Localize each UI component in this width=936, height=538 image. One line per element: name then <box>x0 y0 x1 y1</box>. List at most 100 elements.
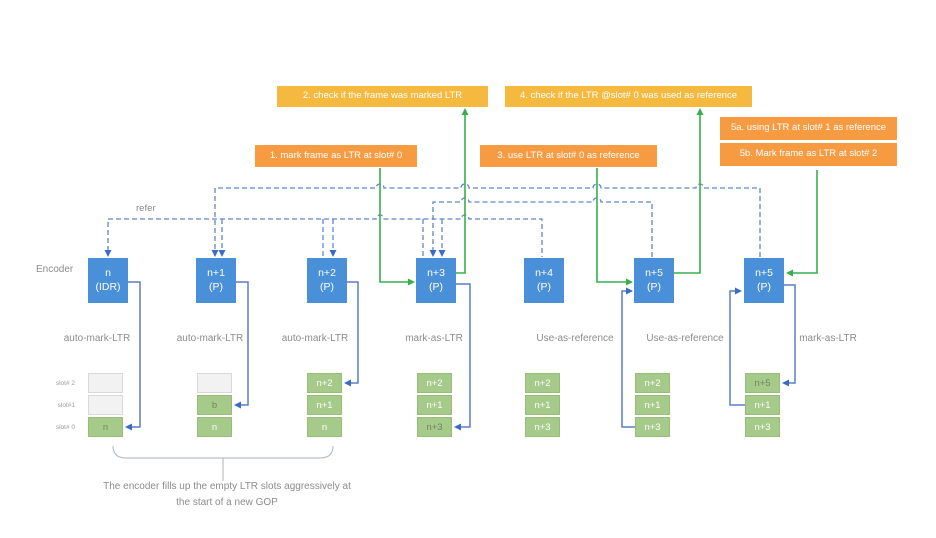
slot-cell <box>88 395 123 415</box>
frame-n1-type: (P) <box>209 280 223 293</box>
ltr-slots-n1: b n <box>197 373 232 439</box>
ltr-slots-n4: n+2 n+1 n+3 <box>525 373 560 439</box>
frame-n3: n+3 (P) <box>416 258 456 303</box>
arrow-slot1-t2 <box>234 401 241 409</box>
caption-frame-n4: Use-as-reference <box>536 333 614 344</box>
frame-n5-title: n+5 <box>645 267 663 280</box>
frame-n2-type: (P) <box>320 280 334 293</box>
frame-n1-title: n+1 <box>207 267 225 280</box>
slot-cell: n+2 <box>635 373 670 393</box>
slot-cell: n+1 <box>417 395 452 415</box>
footnote: The encoder fills up the empty LTR slots… <box>77 479 377 510</box>
group-brace <box>112 445 334 481</box>
frame-n: n (IDR) <box>88 258 128 303</box>
caption-frame-n3: mark-as-LTR <box>405 333 463 344</box>
arrow-into-n5 <box>626 287 633 295</box>
arrow-slot0-t4 <box>454 423 461 431</box>
frame-n1: n+1 (P) <box>196 258 236 303</box>
slot-cell: n+3 <box>525 417 560 437</box>
footnote-line2: the start of a new GOP <box>176 496 278 508</box>
green-arrow-step2 <box>461 108 469 115</box>
step5b-label: 5b. Mark frame as LTR at slot# 2 <box>720 143 897 166</box>
wire-slot0-to-n5 <box>621 290 635 428</box>
refer-n5b-to-n1 <box>214 183 761 257</box>
slot-cell: n <box>307 417 342 437</box>
step4-label: 4. check if the LTR @slot# 0 was used as… <box>505 86 752 107</box>
slot-cell: n+1 <box>525 395 560 415</box>
green-n3-to-step2 <box>456 113 466 274</box>
arrowhead-into-n3-b <box>438 250 446 257</box>
green-step5-to-n5b <box>792 170 818 274</box>
refer-label: refer <box>136 203 156 214</box>
caption-frame-n1: auto-mark-LTR <box>176 333 244 344</box>
green-arrow-n5 <box>626 278 633 286</box>
frame-n2: n+2 (P) <box>307 258 347 303</box>
step5a-label: 5a. using LTR at slot# 1 as reference <box>720 117 897 140</box>
frame-n3-title: n+3 <box>427 267 445 280</box>
slot-cell <box>88 373 123 393</box>
arrowhead-into-n1-a <box>211 250 219 257</box>
green-arrow-n5b <box>786 269 793 277</box>
slot-cell: n+2 <box>417 373 452 393</box>
refer-n5-to-n3 <box>432 197 653 257</box>
footnote-line1: The encoder fills up the empty LTR slots… <box>103 481 351 492</box>
arrow-slot0-t1 <box>125 423 132 431</box>
refer-bus-line <box>107 214 543 257</box>
slot-cell: n <box>88 417 123 437</box>
frame-n4: n+4 (P) <box>524 258 564 303</box>
frame-n4-title: n+4 <box>535 267 553 280</box>
frame-n4-type: (P) <box>537 280 551 293</box>
caption-frame-n5b: mark-as-LTR <box>799 333 857 344</box>
step1-label: 1. mark frame as LTR at slot# 0 <box>255 145 417 167</box>
slot0-label: slot# 0 <box>55 424 75 431</box>
slot-cell: n <box>197 417 232 437</box>
caption-frame-n2: auto-mark-LTR <box>281 333 349 344</box>
wire-n-to-slot0 <box>128 281 141 428</box>
frame-n5b-title: n+5 <box>755 267 773 280</box>
arrow-slot2-t3 <box>344 379 351 387</box>
ltr-slots-n: n <box>88 373 123 439</box>
slot2-label: slot# 2 <box>55 380 75 387</box>
slot-cell: n+3 <box>745 417 780 437</box>
frame-n5b-type: (P) <box>757 280 771 293</box>
frame-n2-title: n+2 <box>318 267 336 280</box>
green-step3-to-n5 <box>596 168 627 283</box>
ltr-slots-n5b: n+5 n+1 n+3 <box>745 373 780 439</box>
frame-n3-type: (P) <box>429 280 443 293</box>
slot-cell: n+3 <box>635 417 670 437</box>
wire-n3-to-slot0 <box>456 283 471 428</box>
slot1-label: slot#1 <box>57 402 75 409</box>
slot-cell: b <box>197 395 232 415</box>
slot-cell <box>197 373 232 393</box>
green-n5-to-step4 <box>674 113 701 274</box>
slot-cell: n+2 <box>525 373 560 393</box>
arrowhead-into-n3-a <box>429 250 437 257</box>
encoder-label: Encoder <box>36 264 74 275</box>
slot-cell: n+5 <box>745 373 780 393</box>
green-arrow-n3 <box>408 278 415 286</box>
slot-cell: n+2 <box>307 373 342 393</box>
arrowhead-into-n1-b <box>218 250 226 257</box>
arrowhead-into-n2 <box>329 250 337 257</box>
frame-n5b: n+5 (P) <box>744 258 784 303</box>
frame-n5: n+5 (P) <box>634 258 674 303</box>
step2-label: 2. check if the frame was marked LTR <box>277 86 488 107</box>
ltr-slots-n3: n+2 n+1 n+3 <box>417 373 452 439</box>
arrow-into-n5b <box>735 287 742 295</box>
wire-slot1-to-n5b <box>729 290 745 406</box>
slot-cell: n+1 <box>635 395 670 415</box>
caption-frame-n5: Use-as-reference <box>646 333 724 344</box>
slot-cell: n+3 <box>417 417 452 437</box>
step3-label: 3. use LTR at slot# 0 as reference <box>480 145 657 167</box>
caption-frame-n: auto-mark-LTR <box>63 333 131 344</box>
arrow-slot2-t7 <box>782 379 789 387</box>
ltr-slots-n2: n+2 n+1 n <box>307 373 342 439</box>
slot-cell: n+1 <box>307 395 342 415</box>
wire-n5b-to-slot2 <box>784 284 796 384</box>
frame-n-type: (IDR) <box>95 280 121 293</box>
arrowhead-into-n <box>104 250 112 257</box>
wire-n1-to-slot1 <box>236 281 249 406</box>
frame-n5-type: (P) <box>647 280 661 293</box>
